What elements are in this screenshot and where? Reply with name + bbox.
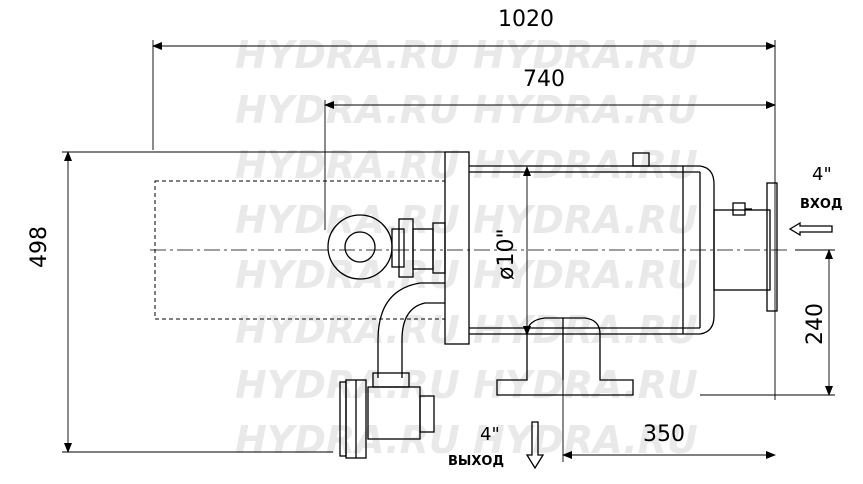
dim-label-240: 240: [803, 303, 828, 345]
housing-vent-plug: [632, 152, 650, 167]
inlet-gauge-boss: [732, 202, 746, 216]
dim-label-diameter: ø10": [494, 228, 519, 280]
inlet-pipe: [713, 182, 778, 312]
drain-bore: [344, 231, 376, 263]
watermark-text: HYDRA.RU HYDRA.RU: [235, 308, 698, 352]
drain-assembly: [327, 214, 446, 459]
outlet-label: ВЫХОД: [448, 454, 504, 469]
dim-label-350: 350: [643, 422, 685, 447]
outlet-size: 4": [480, 424, 500, 445]
outlet-flow-arrow: [525, 421, 545, 470]
drain-elbow-inner: [401, 302, 445, 378]
watermark-text: HYDRA.RU HYDRA.RU: [235, 33, 698, 77]
watermark-layer: HYDRA.RU HYDRA.RU HYDRA.RU HYDRA.RU HYDRA.…: [235, 33, 698, 462]
watermark-text: HYDRA.RU HYDRA.RU: [235, 253, 698, 297]
outlet-tee: [496, 317, 634, 396]
watermark-text: HYDRA.RU HYDRA.RU: [235, 88, 698, 132]
dim-label-1020: 1020: [498, 7, 554, 32]
inlet-flange: [766, 182, 778, 312]
dim-label-498: 498: [27, 226, 52, 268]
inlet-label: ВХОД: [800, 197, 843, 212]
inlet-size: 4": [812, 164, 832, 185]
watermark-text: HYDRA.RU HYDRA.RU: [235, 143, 698, 187]
drain-elbow-outer: [377, 282, 445, 378]
watermark-text: HYDRA.RU HYDRA.RU: [235, 363, 698, 407]
dim-label-740: 740: [523, 67, 565, 92]
inlet-flow-arrow: [788, 221, 833, 237]
filter-housing: [444, 151, 715, 345]
watermark-text: HYDRA.RU HYDRA.RU: [235, 198, 698, 242]
